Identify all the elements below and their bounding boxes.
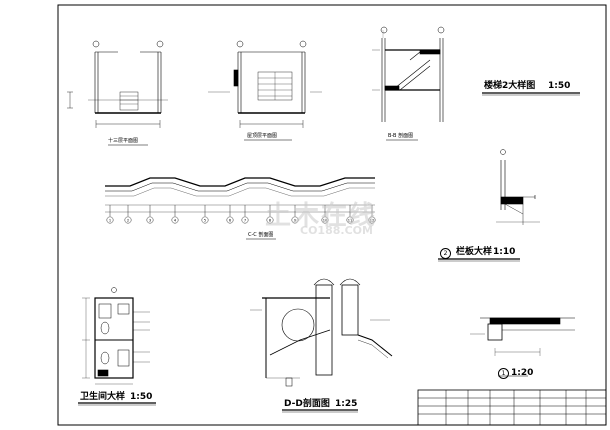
title-block (417, 389, 607, 426)
cc-axis-label: 3 (149, 219, 151, 223)
roof-plan (208, 40, 322, 128)
bathroom-detail-scale: 1:50 (130, 392, 153, 402)
section-cc-title: C-C 剖面图 (248, 232, 274, 238)
cc-axis-label: 2 (127, 219, 129, 223)
cc-axis-bubble (368, 216, 376, 224)
cc-axis-bubble (226, 216, 234, 224)
railing-detail-drawing (496, 149, 540, 225)
floor13-plan (67, 40, 168, 128)
cc-axis-bubble (346, 216, 354, 224)
section-dd-drawing (250, 278, 393, 387)
section-dd-title: D-D剖面图 (284, 399, 330, 409)
floor13-plan-title: 十三层平面图 (108, 138, 139, 144)
cc-axis-label: 12 (370, 219, 375, 223)
cc-axis-label: 4 (174, 219, 177, 223)
section-dd-scale: 1:25 (335, 399, 358, 409)
cc-axis-bubble (266, 216, 274, 224)
cc-axis-bubble (321, 216, 329, 224)
watermark-sub: CO188.COM (300, 224, 373, 237)
cc-axis-bubble (291, 216, 299, 224)
section-bb (372, 26, 445, 122)
watermark-text: 土木在线 (265, 201, 378, 231)
bathroom-detail-title: 卫生间大样 (80, 392, 126, 402)
cc-axis-label: 6 (229, 219, 232, 223)
cc-axis-label: 8 (269, 219, 272, 223)
stair-detail-scale: 1:50 (548, 81, 571, 91)
cc-axis-label: 7 (244, 219, 246, 223)
detail1-drawing (470, 317, 575, 356)
sheet-border (57, 4, 607, 426)
cc-axis-bubble (241, 216, 249, 224)
cc-axis-bubble (146, 216, 154, 224)
cc-axis-label: 1 (109, 219, 111, 223)
detail1-scale: 1:20 (511, 368, 534, 378)
cc-axis-label: 11 (348, 219, 353, 223)
cc-axis-bubble (106, 216, 114, 224)
cc-axis-bubble (171, 216, 179, 224)
cc-axis-label: 9 (294, 219, 297, 223)
title-underlines (78, 92, 580, 413)
railing-detail-scale: 1:10 (493, 247, 516, 257)
cc-axis-label: 5 (204, 219, 206, 223)
section-bb-title: B-B 剖面图 (388, 133, 414, 139)
roof-plan-title: 屋顶层平面图 (247, 133, 278, 139)
cc-axis-label: 10 (323, 219, 328, 223)
cc-axis-bubble (124, 216, 132, 224)
stair-detail-title: 楼梯2大样图 (484, 81, 536, 91)
railing-detail-number: 2 (440, 248, 451, 259)
railing-detail-title: 栏板大样 (456, 247, 493, 257)
cc-axis-bubble (201, 216, 209, 224)
detail1-number: 1 (498, 368, 509, 379)
bathroom-detail-drawing (82, 287, 150, 385)
